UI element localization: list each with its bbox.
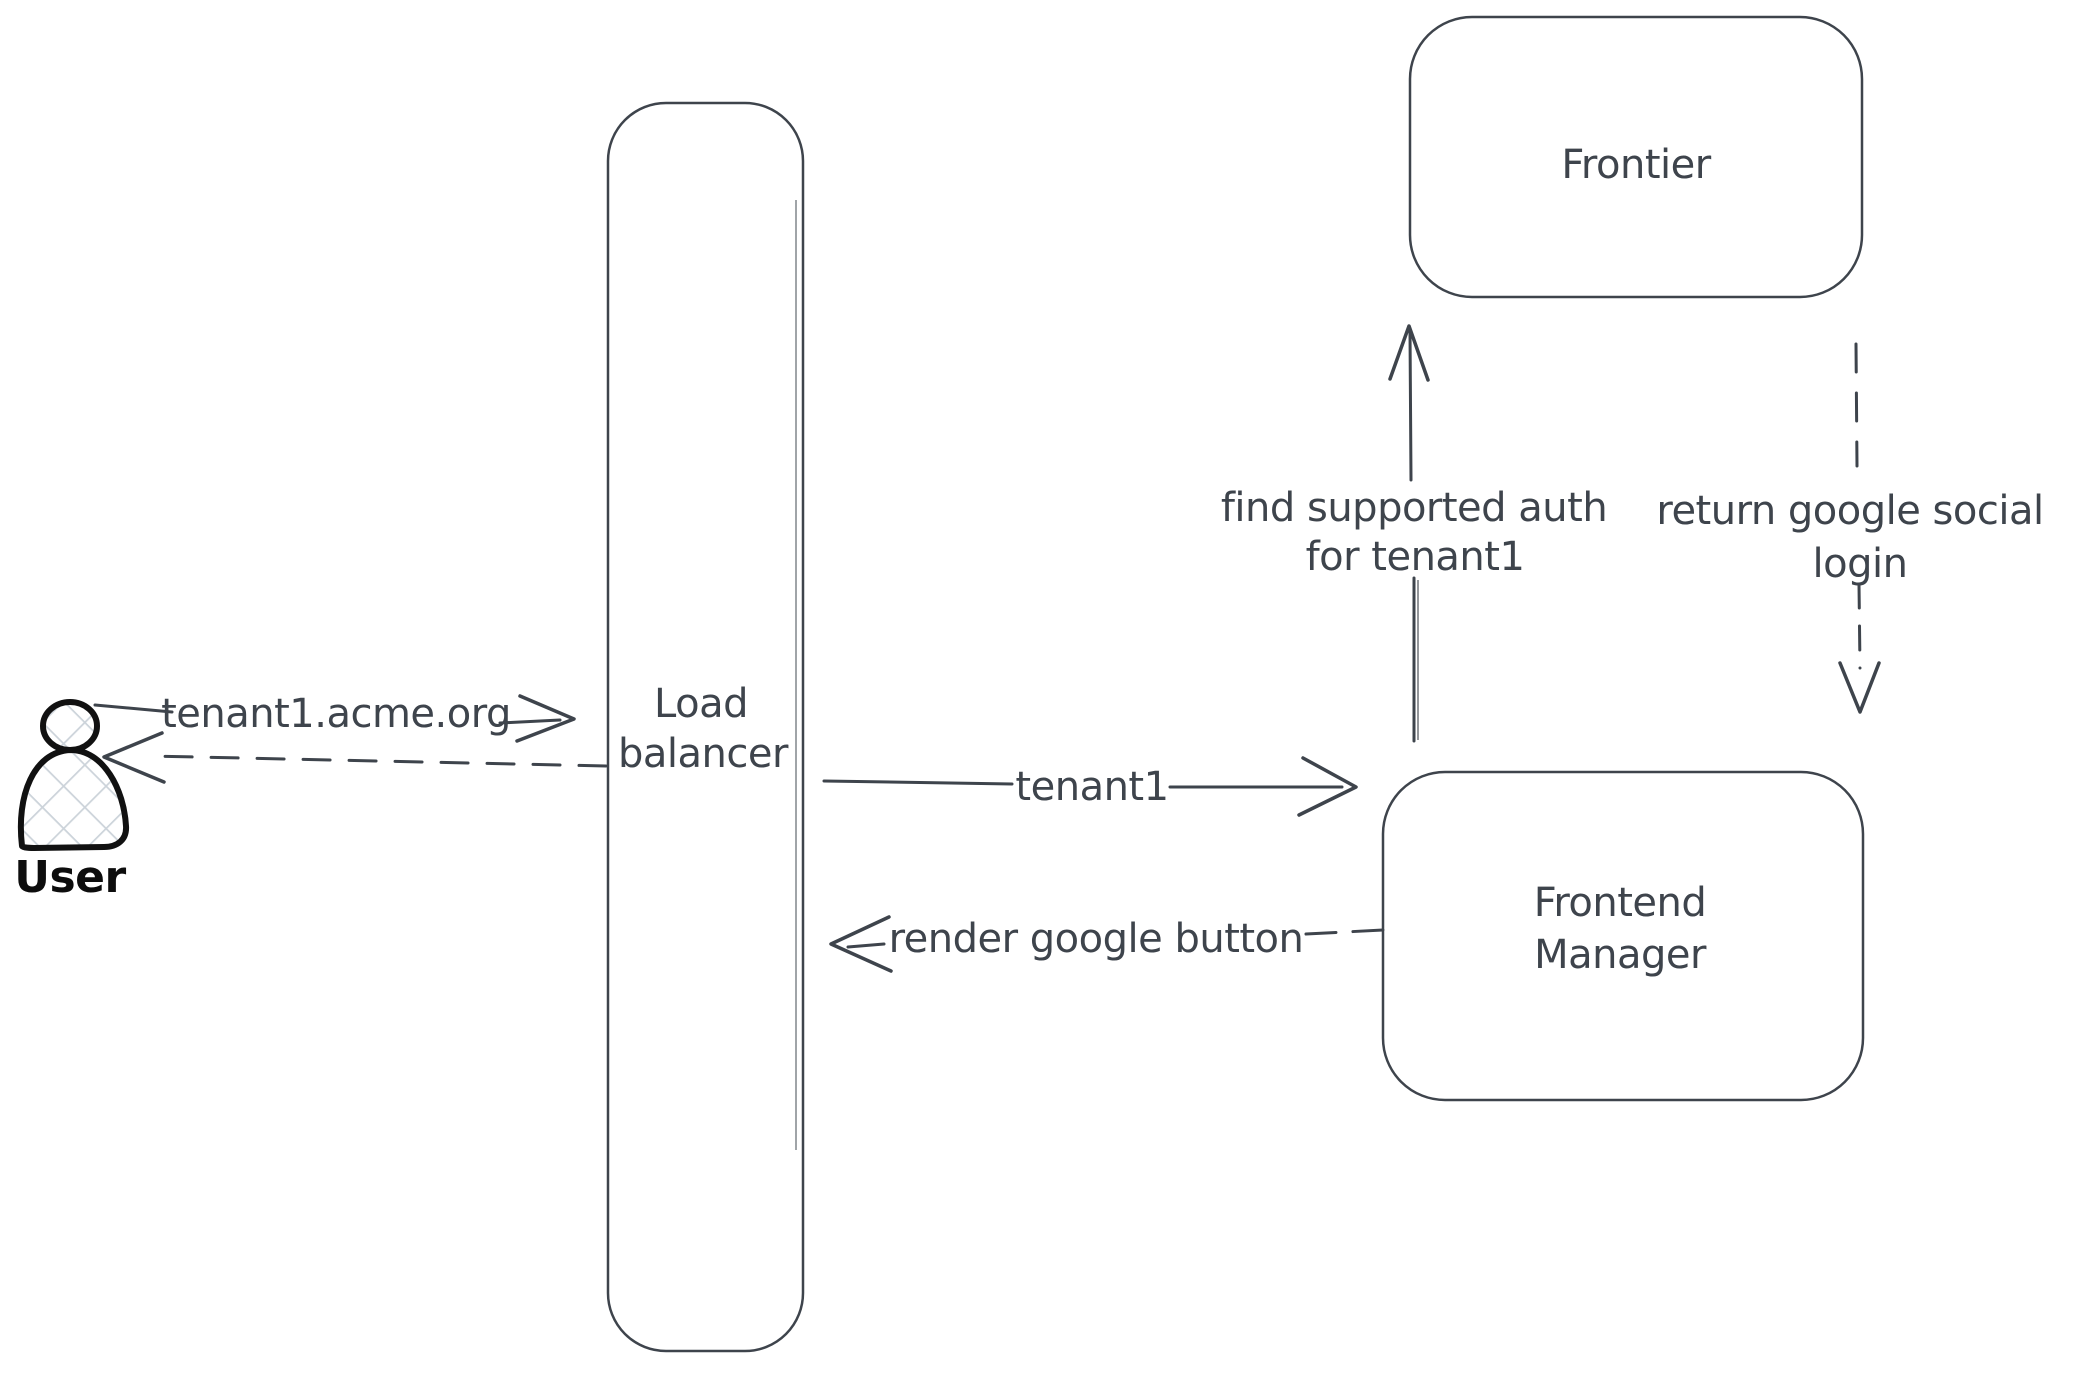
arrow-frontend-manager-to-frontier xyxy=(1388,324,1430,743)
arrow-frontier-to-frontend-manager xyxy=(1838,342,1881,714)
arrowhead-down-icon xyxy=(1838,661,1881,714)
frontend-manager-label-line1: Frontend xyxy=(1534,880,1707,926)
arrow-load-balancer-to-frontend-manager xyxy=(822,756,1358,817)
label-return-google-social-line2: login xyxy=(1813,541,1908,587)
frontier-label: Frontier xyxy=(1561,142,1711,188)
frontend-manager-box xyxy=(1381,770,1865,1102)
frontend-manager-label-line2: Manager xyxy=(1534,932,1707,978)
label-tenant1: tenant1 xyxy=(1015,764,1168,810)
load-balancer-box xyxy=(606,101,805,1353)
arrowhead-right-icon xyxy=(515,694,576,743)
arrowhead-left-icon xyxy=(102,731,166,784)
user-body xyxy=(17,747,130,851)
arrow-user-to-load-balancer xyxy=(93,694,576,743)
load-balancer-label-line2: balancer xyxy=(618,731,789,777)
user-head xyxy=(40,699,100,753)
arrow-frontend-manager-to-load-balancer xyxy=(829,915,1385,973)
user-label: User xyxy=(14,852,126,903)
arrowhead-left-icon xyxy=(829,915,893,973)
load-balancer-label-line1: Load xyxy=(654,681,748,727)
user-actor-icon xyxy=(17,699,130,851)
arrowhead-right-icon xyxy=(1297,756,1358,817)
label-return-google-social-line1: return google social xyxy=(1656,488,2043,534)
label-render-google-button: render google button xyxy=(889,916,1304,962)
label-find-supported-auth-line2: for tenant1 xyxy=(1306,534,1525,580)
arrowhead-up-icon xyxy=(1388,324,1430,382)
label-find-supported-auth-line1: find supported auth xyxy=(1221,485,1607,531)
label-tenant1-acme-org: tenant1.acme.org xyxy=(161,691,511,737)
arrow-load-balancer-to-user xyxy=(102,731,608,784)
frontier-box xyxy=(1408,15,1864,299)
